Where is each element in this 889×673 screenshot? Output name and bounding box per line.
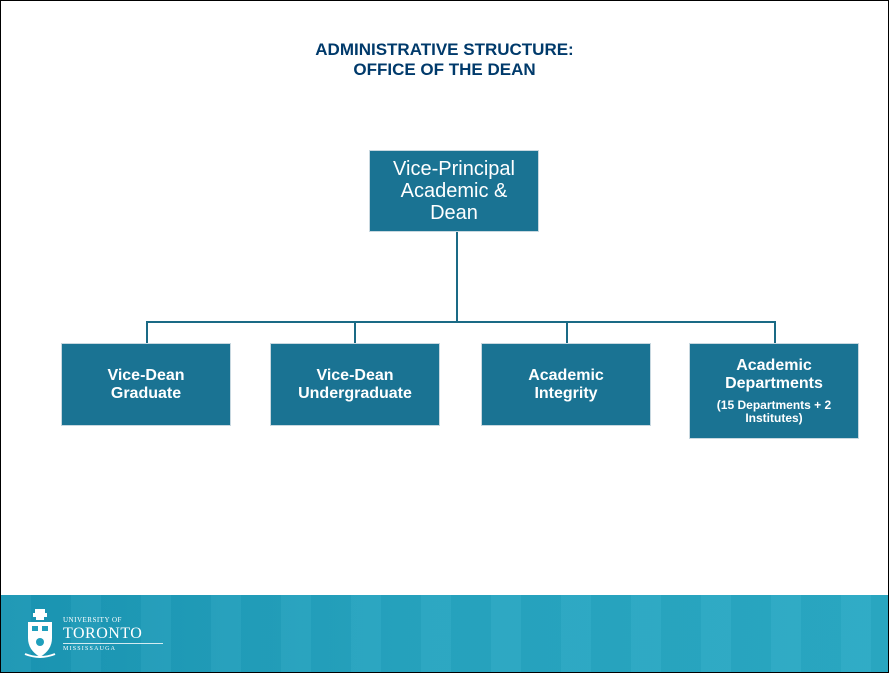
org-node-vice-dean-undergraduate: Vice-Dean Undergraduate: [270, 343, 440, 426]
footer-pattern: [1, 595, 888, 672]
node-line: Graduate: [110, 384, 182, 402]
connector-horizontal: [146, 321, 776, 323]
connector-drop-4: [774, 321, 776, 343]
org-node-vice-principal: Vice-Principal Academic & Dean: [369, 150, 539, 232]
node-line: Academic &: [400, 180, 508, 202]
logo-mississauga: MISSISSAUGA: [63, 646, 117, 652]
node-line: Departments: [725, 375, 823, 392]
node-line: Academic: [528, 366, 604, 384]
node-note: (15 Departments + 2 Institutes): [716, 398, 832, 425]
connector-drop-1: [146, 321, 148, 343]
org-node-academic-integrity: Academic Integrity: [481, 343, 651, 426]
title-line-1: ADMINISTRATIVE STRUCTURE:: [315, 40, 574, 59]
node-line: Academic: [736, 357, 812, 374]
title-line-2: OFFICE OF THE DEAN: [353, 60, 536, 79]
logo-divider: [63, 643, 163, 644]
org-node-academic-departments: Academic Departments (15 Departments + 2…: [689, 343, 859, 439]
node-line: Vice-Dean: [107, 366, 185, 384]
node-line: Vice-Dean: [316, 366, 394, 384]
node-line: Vice-Principal: [393, 158, 515, 180]
logo-toronto: TORONTO: [63, 625, 143, 642]
connector-drop-3: [566, 321, 568, 343]
crest-icon: [24, 609, 56, 658]
university-logo: UNIVERSITY OF TORONTO MISSISSAUGA: [23, 608, 163, 660]
node-line: Integrity: [534, 384, 598, 402]
node-line: Undergraduate: [298, 384, 412, 402]
node-line: Dean: [430, 202, 478, 224]
connector-drop-2: [354, 321, 356, 343]
footer-banner: UNIVERSITY OF TORONTO MISSISSAUGA: [1, 595, 888, 672]
logo-university-of: UNIVERSITY OF: [63, 616, 122, 624]
connector-root-vertical: [456, 232, 458, 323]
org-node-vice-dean-graduate: Vice-Dean Graduate: [61, 343, 231, 426]
slide-title: ADMINISTRATIVE STRUCTURE: OFFICE OF THE …: [1, 40, 888, 80]
